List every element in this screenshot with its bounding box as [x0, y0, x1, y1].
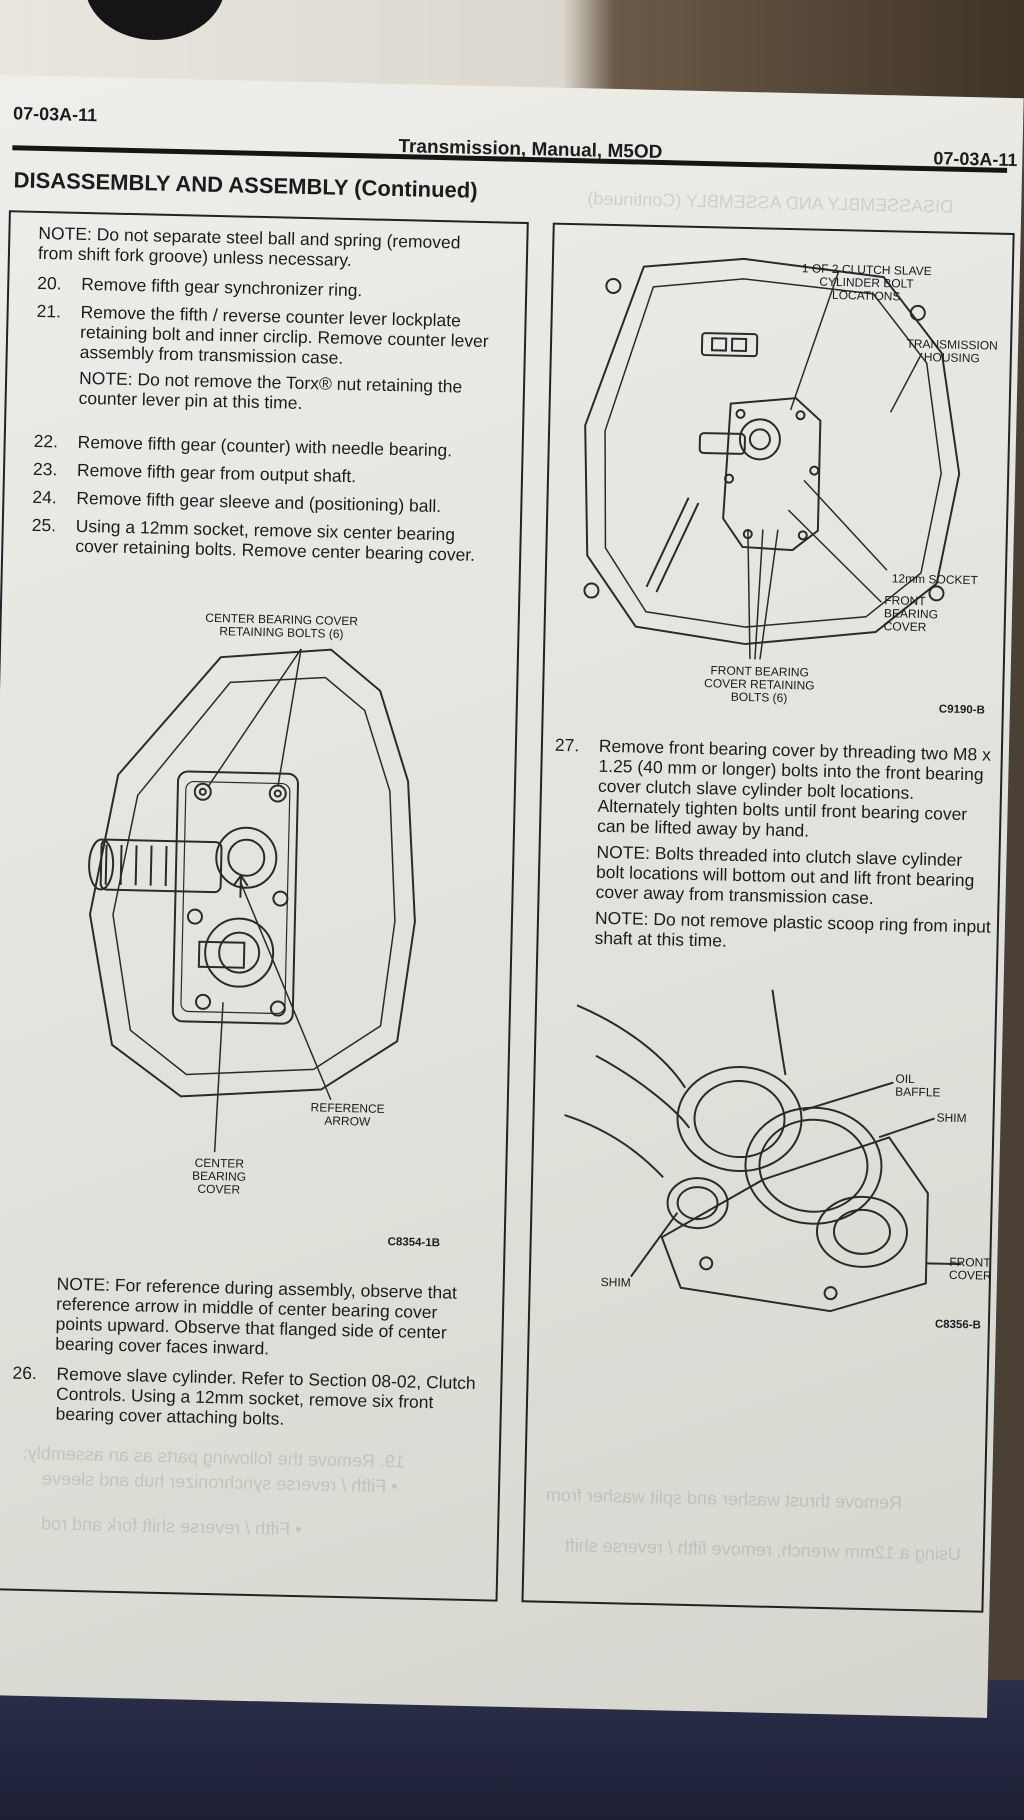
right-column: 1 OF 2 CLUTCH SLAVE CYLINDER BOLT LOCATI… — [521, 222, 1015, 1613]
label-shim-right: SHIM — [936, 1110, 967, 1126]
note-reference-arrow: NOTE: For reference during assembly, obs… — [55, 1273, 458, 1359]
figure-front-bearing-cover — [583, 257, 961, 660]
figure-center-bearing-cover — [88, 648, 416, 1153]
label-oil-baffle: OIL BAFFLE — [895, 1071, 941, 1100]
page-number-left: 07-03A-11 — [12, 103, 98, 126]
step-26: 26. Remove slave cylinder. Refer to Sect… — [11, 1363, 482, 1434]
step-text: Remove slave cylinder. Refer to Section … — [55, 1363, 476, 1429]
label-front-cover: FRONT COVER — [948, 1254, 992, 1283]
section-title: DISASSEMBLY AND ASSEMBLY (Continued) — [13, 167, 478, 203]
step-number: 26. — [12, 1362, 38, 1384]
bleed-through-text: DISASSEMBLY AND ASSEMBLY (Continued) — [587, 188, 954, 217]
label-center-bearing-cover: CENTER BEARING COVER — [191, 1155, 247, 1197]
figure-oil-baffle-shims — [564, 989, 962, 1313]
figure-code: C8354-1B — [387, 1236, 441, 1250]
label-shim-left: SHIM — [600, 1274, 631, 1290]
figure-code: C8356-B — [934, 1318, 982, 1332]
label-reference-arrow: REFERENCE ARROW — [310, 1100, 385, 1129]
left-column: NOTE: Do not separate steel ball and spr… — [0, 210, 529, 1602]
manual-page: 07-03A-11 Transmission, Manual, M5OD 07-… — [0, 75, 1024, 1718]
